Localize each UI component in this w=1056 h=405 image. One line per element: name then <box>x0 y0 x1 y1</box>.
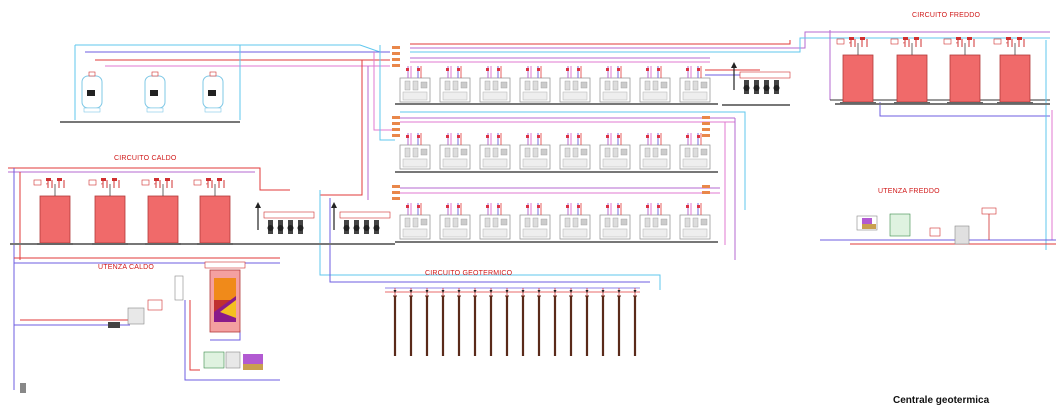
heat-pump-row-3 <box>399 202 711 240</box>
heat-pump-row-1 <box>399 65 711 103</box>
utenza-freddo-label: UTENZA FREDDO <box>878 188 940 195</box>
hot-user-equipment <box>20 261 263 393</box>
geothermal-probes <box>385 286 640 358</box>
cold-circuit-tanks <box>836 36 1034 105</box>
manifold-connectors <box>392 46 710 200</box>
storage-vessels <box>81 71 224 113</box>
circuito-freddo-label: CIRCUITO FREDDO <box>912 12 981 19</box>
diagram-caption: Centrale geotermica <box>893 395 990 405</box>
cold-user-equipment <box>856 207 997 245</box>
hot-circuit-tanks <box>33 177 234 246</box>
circuito-geotermico-label: CIRCUITO GEOTERMICO <box>425 270 513 277</box>
utenza-caldo-label: UTENZA CALDO <box>98 264 154 271</box>
heat-pump-row-2 <box>399 132 711 170</box>
circuito-caldo-label: CIRCUITO CALDO <box>114 155 177 162</box>
